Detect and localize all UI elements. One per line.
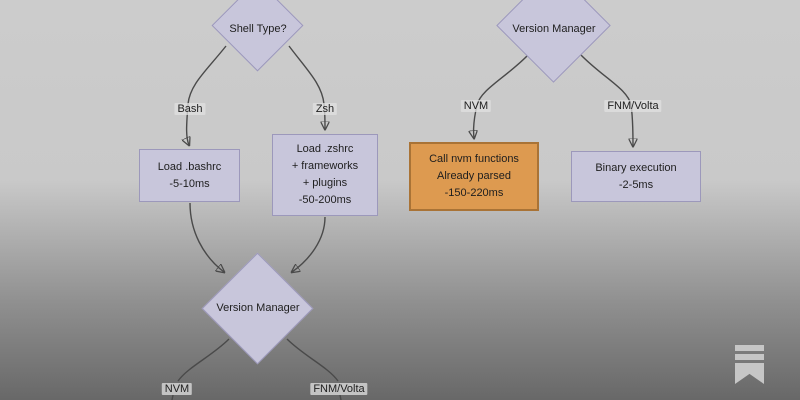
substack-logo-flag — [735, 363, 764, 384]
substack-logo-bar — [735, 345, 764, 351]
node-call-nvm-functions: Call nvm functions Already parsed -150-2… — [409, 142, 539, 211]
node-call-nvm-line: Already parsed — [437, 170, 511, 182]
edge-nvm-bottom-stub — [171, 394, 174, 400]
edge-vm-fnm-bottom — [286, 338, 339, 382]
substack-logo-bar — [735, 354, 764, 360]
node-call-nvm-line: Call nvm functions — [429, 153, 519, 165]
edge-zshrc-vm — [292, 216, 326, 272]
node-load-bashrc: Load .bashrc -5-10ms — [139, 149, 240, 202]
decision-version-manager-top-label: Version Manager — [512, 23, 596, 35]
edge-shelltype-zsh — [288, 45, 325, 129]
node-load-zshrc: Load .zshrc + frameworks + plugins -50-2… — [272, 134, 378, 216]
node-load-bashrc-line: Load .bashrc — [157, 160, 222, 173]
edge-label-nvm-top: NVM — [460, 100, 492, 112]
decision-version-manager-bottom-label: Version Manager — [216, 302, 300, 314]
node-load-zshrc-line: + frameworks — [291, 160, 359, 172]
edge-bashrc-vm — [189, 202, 224, 272]
node-binary-execution: Binary execution -2-5ms — [571, 151, 701, 202]
node-load-zshrc-line: + plugins — [302, 177, 348, 189]
edge-label-nvm-bottom: NVM — [161, 383, 193, 395]
edge-label-zsh: Zsh — [312, 103, 338, 115]
substack-logo-icon — [735, 345, 764, 384]
node-binary-execution-timing: -2-5ms — [618, 178, 654, 191]
node-load-bashrc-timing: -5-10ms — [169, 177, 210, 190]
node-load-zshrc-timing: -50-200ms — [298, 194, 352, 206]
node-binary-execution-line: Binary execution — [595, 161, 677, 174]
node-call-nvm-timing: -150-220ms — [444, 187, 504, 199]
edge-label-bash: Bash — [174, 103, 206, 115]
edge-fnm-bottom-stub — [339, 394, 342, 400]
edge-label-fnm-volta-bottom: FNM/Volta — [310, 383, 368, 395]
edge-vm-nvm-bottom — [177, 338, 230, 382]
decision-shell-type-label: Shell Type? — [229, 23, 287, 35]
edge-vm-nvm-top — [474, 53, 530, 138]
edge-shelltype-bash — [187, 45, 227, 145]
node-load-zshrc-line: Load .zshrc — [296, 143, 354, 155]
edge-label-fnm-volta-top: FNM/Volta — [604, 100, 662, 112]
